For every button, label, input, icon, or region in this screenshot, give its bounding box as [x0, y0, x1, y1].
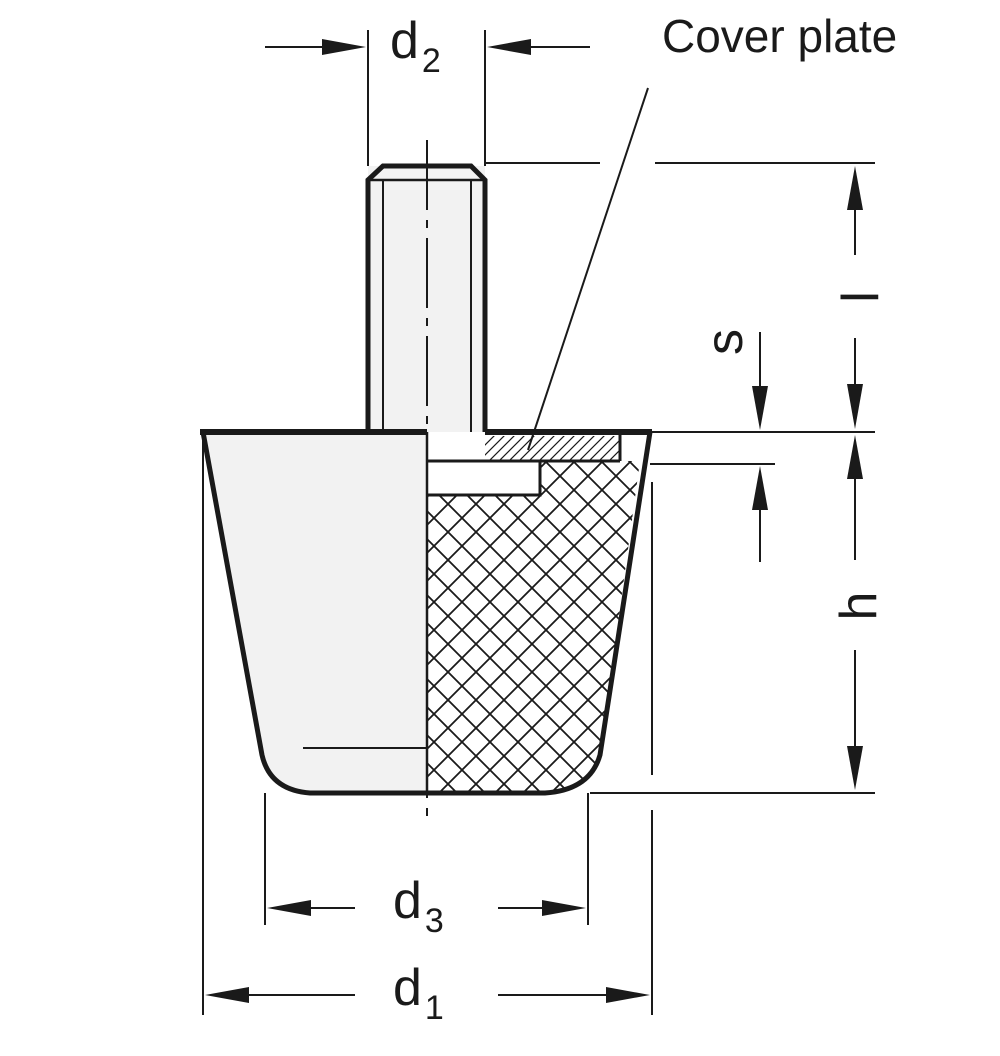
label-d2: d2	[390, 12, 441, 80]
label-d3: d3	[393, 872, 444, 940]
cover-plate-leader	[527, 87, 649, 451]
dimension-d2	[265, 39, 590, 55]
label-cover-plate: Cover plate	[662, 10, 897, 62]
label-l: l	[832, 291, 890, 303]
extension-lines	[202, 30, 875, 1015]
cover-plate	[427, 432, 622, 497]
label-s: s	[696, 329, 754, 355]
rubber-body-section	[427, 431, 653, 796]
dimension-d1	[205, 987, 650, 1003]
dimension-l	[847, 166, 863, 429]
rubber-body-exterior	[200, 431, 427, 796]
label-d1: d1	[393, 959, 444, 1027]
dimension-d3	[267, 900, 586, 916]
dimension-s	[752, 332, 768, 562]
dimension-h	[847, 435, 863, 790]
label-h: h	[830, 592, 888, 621]
